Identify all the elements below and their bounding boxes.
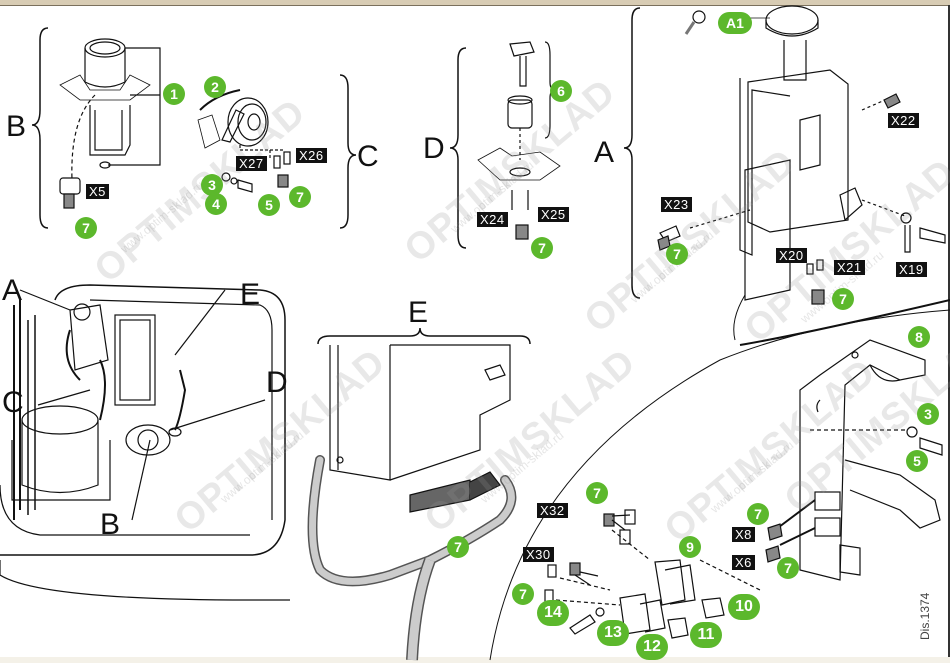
connector-tag-x23: X23 bbox=[661, 197, 692, 212]
group-label-b: B bbox=[6, 110, 27, 143]
part-badge-9: 9 bbox=[679, 536, 701, 558]
bracket-c bbox=[339, 74, 357, 229]
truck-overview bbox=[0, 284, 290, 601]
connector-tag-x8: X8 bbox=[732, 527, 755, 542]
top-border bbox=[0, 0, 950, 6]
part-badge-13: 13 bbox=[597, 620, 629, 646]
detail-circle-wedge bbox=[739, 299, 950, 346]
connector-tag-x24: X24 bbox=[477, 212, 508, 227]
connector-tag-x20: X20 bbox=[776, 248, 807, 263]
part-badge-10: 10 bbox=[728, 594, 760, 620]
part-badge-7: 7 bbox=[586, 482, 608, 504]
part-badge-4: 4 bbox=[205, 193, 227, 215]
mounting-bracket-8 bbox=[765, 339, 943, 581]
part-badge-7: 7 bbox=[512, 583, 534, 605]
part-badge-3: 3 bbox=[917, 403, 939, 425]
connector-tag-x5: X5 bbox=[86, 184, 109, 199]
connector-tag-x6: X6 bbox=[732, 555, 755, 570]
bracket-e bbox=[317, 327, 531, 345]
overview-label-b: B bbox=[100, 508, 121, 541]
part-badge-6: 6 bbox=[550, 80, 572, 102]
group-label-c: C bbox=[357, 140, 379, 173]
group-label-d: D bbox=[423, 132, 445, 165]
overview-label-e: E bbox=[240, 278, 261, 311]
bottom-border bbox=[0, 657, 950, 663]
gauge-part-1 bbox=[59, 38, 161, 209]
connector-tag-x30: X30 bbox=[523, 547, 554, 562]
part-badge-a1: A1 bbox=[718, 12, 752, 34]
connector-tag-x32: X32 bbox=[537, 503, 568, 518]
part-badge-7: 7 bbox=[777, 557, 799, 579]
detail-circle-boundary-2 bbox=[733, 294, 746, 341]
key-switch-part-6 bbox=[477, 41, 561, 240]
part-badge-7: 7 bbox=[531, 237, 553, 259]
bracket-d bbox=[449, 47, 467, 249]
part-badge-11: 11 bbox=[690, 622, 722, 648]
overview-label-a: A bbox=[2, 274, 23, 307]
part-badge-3: 3 bbox=[201, 174, 223, 196]
part-badge-7: 7 bbox=[75, 217, 97, 239]
part-badge-5: 5 bbox=[906, 450, 928, 472]
part-badge-7: 7 bbox=[447, 536, 469, 558]
overview-label-c: C bbox=[2, 386, 24, 419]
group-label-a: A bbox=[594, 136, 615, 169]
group-label-e: E bbox=[408, 296, 429, 329]
part-badge-8: 8 bbox=[908, 326, 930, 348]
connector-tag-x19: X19 bbox=[896, 262, 927, 277]
part-badge-7: 7 bbox=[666, 243, 688, 265]
connector-tag-x27: X27 bbox=[236, 156, 267, 171]
connector-tag-x25: X25 bbox=[538, 207, 569, 222]
overview-label-d: D bbox=[266, 366, 288, 399]
connector-tag-x22: X22 bbox=[888, 113, 919, 128]
right-border bbox=[948, 5, 950, 657]
part-badge-2: 2 bbox=[204, 76, 226, 98]
connector-tag-x21: X21 bbox=[834, 260, 865, 275]
part-badge-12: 12 bbox=[636, 634, 668, 660]
part-badge-7: 7 bbox=[832, 288, 854, 310]
part-badge-7: 7 bbox=[747, 503, 769, 525]
bracket-b bbox=[31, 27, 49, 229]
control-module-e bbox=[307, 344, 517, 661]
bracket-a bbox=[623, 7, 641, 299]
drawing-id: Dis.1374 bbox=[918, 592, 932, 640]
part-badge-14: 14 bbox=[537, 600, 569, 626]
connector-tag-x26: X26 bbox=[296, 148, 327, 163]
part-badge-5: 5 bbox=[258, 194, 280, 216]
horn-part-2 bbox=[197, 89, 291, 193]
part-badge-7: 7 bbox=[289, 186, 311, 208]
connector-housing-detail bbox=[544, 509, 761, 639]
part-badge-1: 1 bbox=[163, 83, 185, 105]
